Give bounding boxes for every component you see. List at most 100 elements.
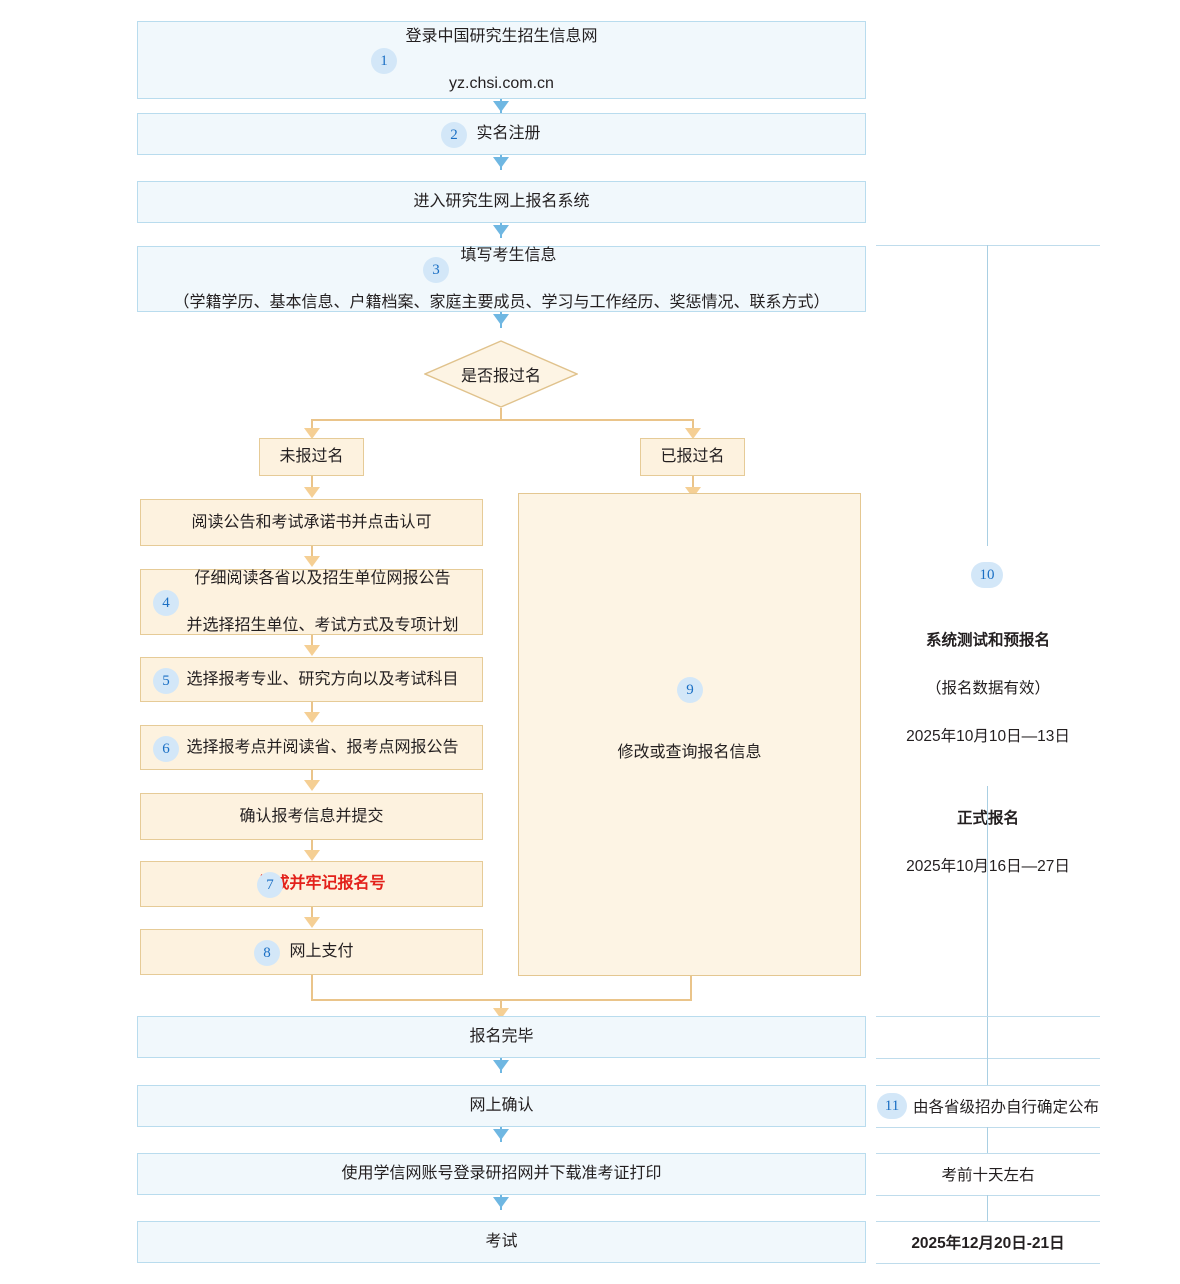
connector-split-right: [692, 419, 694, 434]
timeline-rail-vertical-upper: [987, 245, 988, 546]
arrow-merge-to-end: [493, 1008, 509, 1019]
connector-l2-l3: [311, 635, 313, 648]
connector-l4-l5: [311, 770, 313, 783]
node-fill-candidate-info[interactable]: 3 填写考生信息 （学籍学历、基本信息、户籍档案、家庭主要成员、学习与工作经历、…: [137, 246, 866, 312]
arrow-l2-l3: [304, 645, 320, 656]
node-login-chsi-label: 登录中国研究生招生信息网 yz.chsi.com.cn: [405, 28, 598, 92]
node-select-test-center[interactable]: 6 选择报考点并阅读省、报考点网报公告: [140, 725, 483, 770]
node-exam[interactable]: 考试: [137, 1221, 866, 1263]
timeline-item-11: 11 由各省级招办自行确定公布: [876, 1085, 1100, 1127]
timeline-item-10-text: 系统测试和预报名 （报名数据有效） 2025年10月10日—13日 正式报名 2…: [876, 605, 1100, 903]
timeline-item-13-label: 2025年12月20日-21日: [911, 1235, 1065, 1252]
step-badge-10: 10: [971, 562, 1003, 588]
arrow-end1-end2: [493, 1060, 509, 1071]
connector-right-box-to-merge: [690, 976, 692, 1000]
step-badge-6: 6: [153, 736, 179, 762]
node-registration-complete-label: 报名完毕: [469, 1028, 534, 1046]
node-enter-registration-system-label: 进入研究生网上报名系统: [413, 193, 590, 211]
arrow-2-3: [493, 157, 509, 168]
arrow-branchleft-down: [304, 487, 320, 498]
timeline-item-11-label: 由各省级招办自行确定公布: [912, 1099, 1099, 1116]
step-badge-11: 11: [876, 1093, 907, 1119]
step-badge-2: 2: [441, 122, 467, 148]
connector-left-chain-to-merge: [311, 975, 313, 1000]
step-badge-7: 7: [257, 872, 283, 898]
timeline-rail-vertical-11: [987, 1058, 988, 1085]
connector-l3-l4: [311, 702, 313, 715]
timeline-rail-end3-bottom: [876, 1195, 1100, 1196]
arrow-l1-l2: [304, 556, 320, 567]
node-select-major-direction-subjects[interactable]: 5 选择报考专业、研究方向以及考试科目: [140, 657, 483, 702]
arrow-end2-end3: [493, 1129, 509, 1140]
node-online-payment[interactable]: 8 网上支付: [140, 929, 483, 975]
node-select-major-direction-subjects-label: 选择报考专业、研究方向以及考试科目: [186, 670, 459, 688]
timeline-rail-vertical-13: [987, 1195, 988, 1221]
step-badge-9: 9: [677, 677, 703, 703]
timeline-rail-end4-bottom: [876, 1263, 1100, 1264]
arrow-4-decision: [493, 314, 509, 325]
node-download-admission-ticket[interactable]: 使用学信网账号登录研招网并下载准考证打印: [137, 1153, 866, 1195]
connector-split-horizontal: [311, 419, 693, 421]
timeline-rail-vertical-lower: [987, 786, 988, 1058]
node-modify-or-query-registration[interactable]: 9 修改或查询报名信息: [518, 493, 861, 976]
node-registration-complete[interactable]: 报名完毕: [137, 1016, 866, 1058]
node-read-province-unit-announcement[interactable]: 4 仔细阅读各省以及招生单位网报公告 并选择招生单位、考试方式及专项计划: [140, 569, 483, 635]
node-download-admission-ticket-label: 使用学信网账号登录研招网并下载准考证打印: [341, 1165, 662, 1183]
arrow-3-4: [493, 225, 509, 236]
diamond-shape: [423, 340, 579, 408]
timeline-rail-end1-top: [876, 1016, 1100, 1017]
timeline-rail-end4-top: [876, 1221, 1100, 1222]
timeline-item-13: 2025年12月20日-21日: [876, 1221, 1100, 1263]
node-read-announcement-commitment[interactable]: 阅读公告和考试承诺书并点击认可: [140, 499, 483, 546]
timeline-rail-end2-bottom: [876, 1127, 1100, 1128]
branch-already-registered[interactable]: 已报过名: [640, 438, 745, 476]
arrow-l5-l6: [304, 850, 320, 861]
node-online-confirmation[interactable]: 网上确认: [137, 1085, 866, 1127]
node-read-province-unit-announcement-label: 仔细阅读各省以及招生单位网报公告 并选择招生单位、考试方式及专项计划: [186, 570, 459, 634]
timeline-10-date2: 2025年10月16日—27日: [906, 858, 1070, 876]
node-confirm-and-submit-label: 确认报考信息并提交: [239, 807, 384, 825]
timeline-10-date1: 2025年10月10日—13日: [906, 728, 1070, 746]
node-online-confirmation-label: 网上确认: [469, 1097, 534, 1115]
node-real-name-register[interactable]: 2 实名注册: [137, 113, 866, 155]
node-enter-registration-system[interactable]: 进入研究生网上报名系统: [137, 181, 866, 223]
timeline-rail-top: [876, 245, 1100, 246]
timeline-rail-end1-bottom: [876, 1058, 1100, 1059]
decision-registered-before[interactable]: 是否报过名: [423, 340, 579, 408]
arrow-1-2: [493, 101, 509, 112]
node-modify-or-query-registration-label: 修改或查询报名信息: [617, 743, 762, 761]
node-generate-registration-number[interactable]: 7 生成并牢记报名号: [140, 861, 483, 907]
node-online-payment-label: 网上支付: [289, 943, 354, 961]
timeline-rail-vertical-12: [987, 1127, 988, 1153]
timeline-10-sub1: （报名数据有效）: [925, 680, 1050, 698]
connector-branchright-down: [692, 476, 694, 490]
arrow-l4-l5: [304, 780, 320, 791]
step-badge-1: 1: [371, 48, 397, 74]
connector-merge-down: [500, 999, 502, 1011]
timeline-rail-end3-top: [876, 1153, 1100, 1154]
connector-split-left: [311, 419, 313, 434]
branch-not-registered-label: 未报过名: [279, 448, 344, 466]
node-generate-registration-number-label: 生成并牢记报名号: [257, 875, 386, 893]
arrow-to-branch-left: [304, 428, 320, 439]
arrow-end3-end4: [493, 1197, 509, 1208]
node-confirm-and-submit[interactable]: 确认报考信息并提交: [140, 793, 483, 840]
step-badge-3: 3: [423, 257, 449, 283]
branch-not-registered[interactable]: 未报过名: [259, 438, 364, 476]
node-exam-label: 考试: [485, 1233, 518, 1251]
arrow-branchright-down: [685, 487, 701, 498]
connector-l1-l2: [311, 546, 313, 559]
connector-branchleft-down: [311, 476, 313, 490]
node-select-test-center-label: 选择报考点并阅读省、报考点网报公告: [186, 738, 459, 756]
node-read-announcement-commitment-label: 阅读公告和考试承诺书并点击认可: [191, 513, 432, 531]
step-badge-4: 4: [153, 590, 179, 616]
branch-already-registered-label: 已报过名: [660, 448, 725, 466]
timeline-10-title1: 系统测试和预报名: [925, 632, 1050, 650]
step-badge-8: 8: [254, 940, 280, 966]
arrow-l6-l7: [304, 917, 320, 928]
arrow-to-branch-right: [685, 428, 701, 439]
node-real-name-register-label: 实名注册: [476, 125, 541, 143]
node-login-chsi[interactable]: 1 登录中国研究生招生信息网 yz.chsi.com.cn: [137, 21, 866, 99]
step-badge-5: 5: [153, 668, 179, 694]
